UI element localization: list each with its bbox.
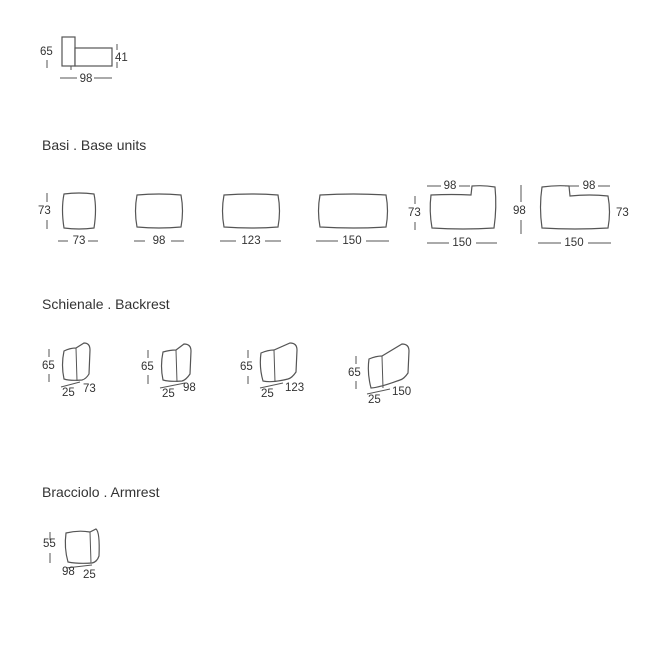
section-title-backrest: Schienale . Backrest [42,296,170,312]
corner-left-top-label: 98 [443,180,457,192]
backrest-150-shape [355,343,410,395]
armrest-depth-label: 98 [62,566,75,578]
armrest-shape [49,528,100,569]
backrest-123-shape [247,342,298,389]
corner-unit-right-shape [520,185,611,244]
section-title-armrest: Bracciolo . Armrest [42,484,160,500]
corner-left-side-label: 73 [408,207,421,219]
backrest-150-thick-label: 25 [368,394,381,406]
corner-unit-left-shape [414,185,497,244]
backrest-98-height-label: 65 [141,361,154,373]
backrest-123-height-label: 65 [240,361,253,373]
backrest-73-length-label: 73 [83,383,96,395]
backrest-73-shape [48,342,91,388]
profile-height-label: 65 [40,46,53,58]
armrest-height-label: 55 [43,538,56,550]
profile-depth-label: 98 [79,73,93,85]
base-unit-150-shape [316,193,389,242]
corner-right-top-label: 98 [582,180,596,192]
base-unit-98-shape [134,193,184,242]
side-profile-shape [46,36,118,79]
backrest-73-thick-label: 25 [62,387,75,399]
base-unit-123-width-label: 123 [241,235,261,247]
backrest-123-thick-label: 25 [261,388,274,400]
base-unit-98-width-label: 98 [152,235,166,247]
base-unit-73-depth-label: 73 [38,205,51,217]
corner-right-right-label: 73 [616,207,629,219]
backrest-98-thick-label: 25 [162,388,175,400]
backrest-123-length-label: 123 [285,382,305,394]
corner-right-bottom-label: 150 [564,237,584,249]
profile-seat-height-label: 41 [115,52,128,64]
base-unit-73-width-label: 73 [72,235,86,247]
backrest-150-height-label: 65 [348,367,361,379]
backrest-98-shape [147,343,192,389]
base-unit-150-width-label: 150 [342,235,362,247]
backrest-98-length-label: 98 [183,382,196,394]
corner-right-left-label: 98 [513,205,526,217]
armrest-thick-label: 25 [83,569,96,581]
backrest-73-height-label: 65 [42,360,55,372]
backrest-150-length-label: 150 [392,386,412,398]
section-title-base-units: Basi . Base units [42,137,147,153]
base-unit-123-shape [220,193,281,242]
corner-left-bottom-label: 150 [452,237,472,249]
base-unit-73-shape [46,192,98,242]
